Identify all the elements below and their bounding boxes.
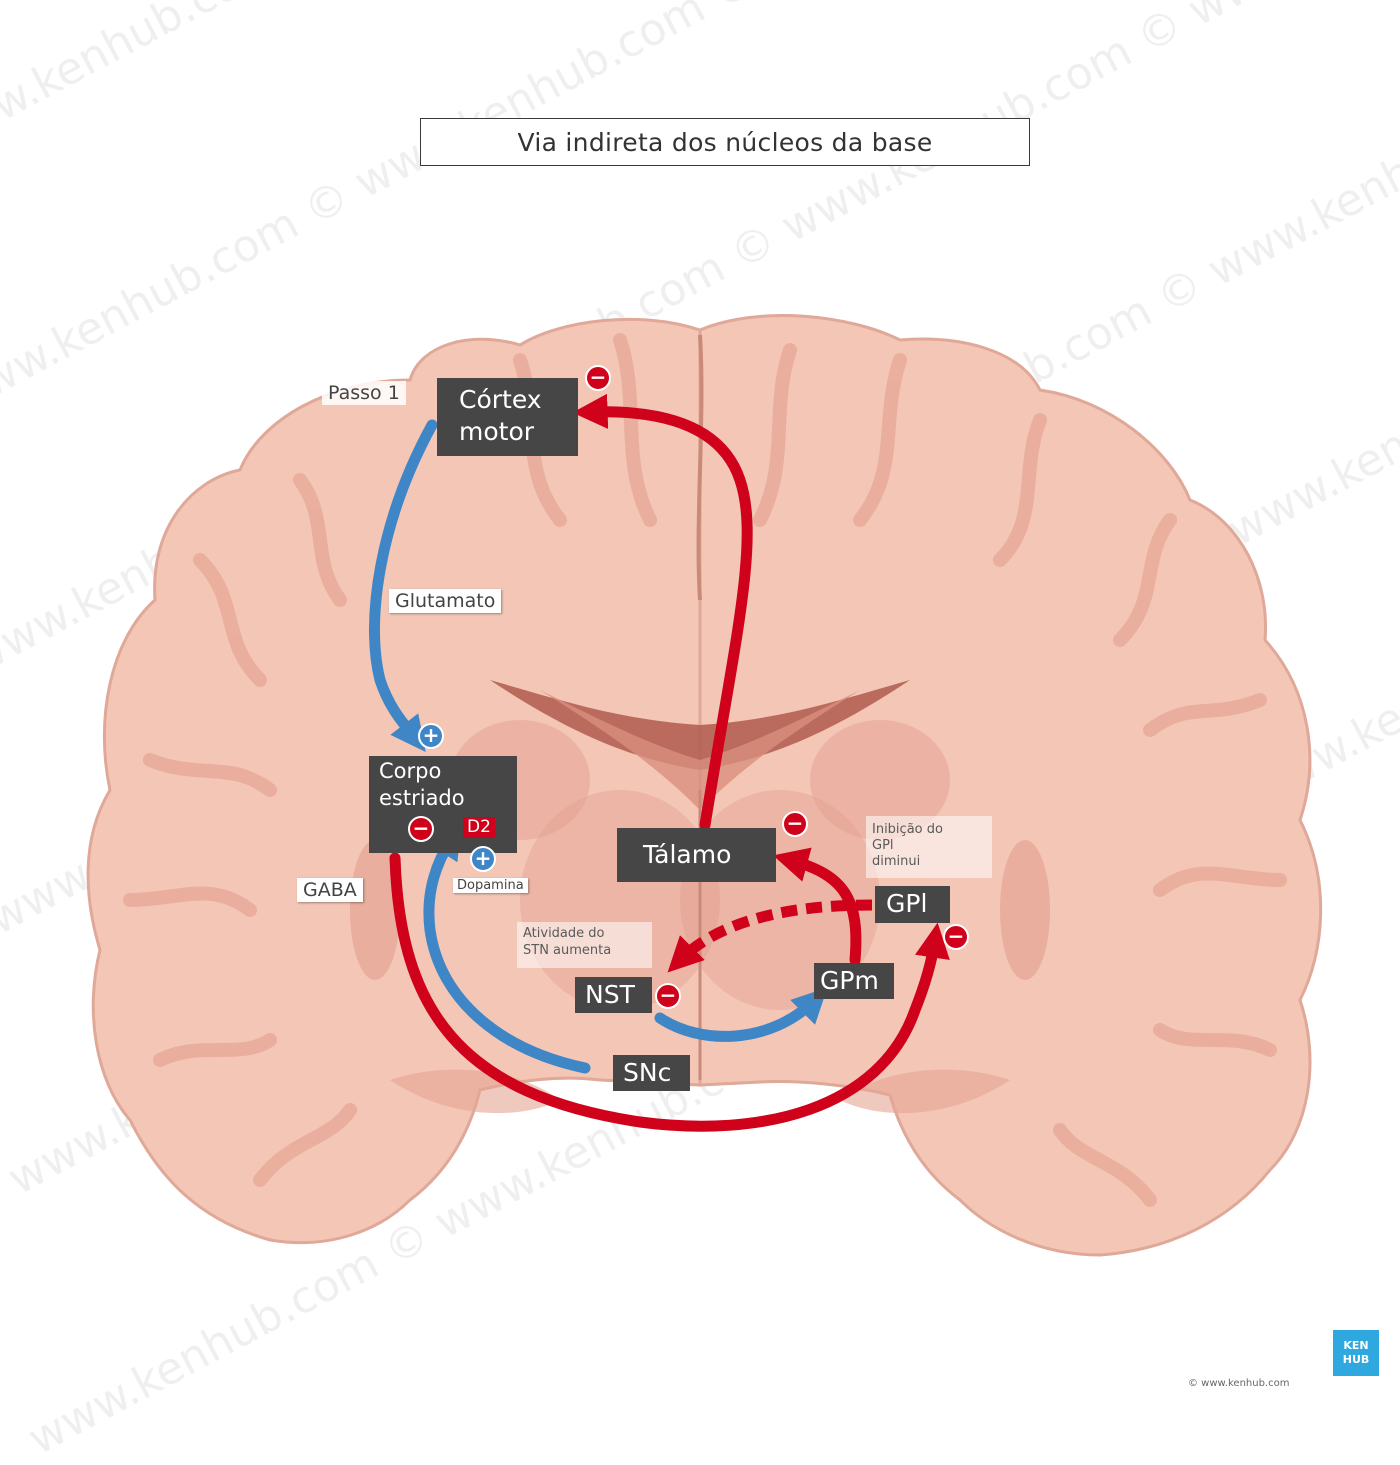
arrow-thalamus-to-cortex xyxy=(572,393,753,831)
brain-coronal-section xyxy=(86,314,1323,1257)
node-gpm: GPm xyxy=(814,963,894,999)
label-glutamate: Glutamato xyxy=(389,589,502,613)
right-hemisphere xyxy=(698,314,1323,1257)
arrow-nst-to-gpm xyxy=(654,987,828,1042)
plus-sign-striatum-input: + xyxy=(418,723,444,749)
label-gaba: GABA xyxy=(297,878,363,902)
minus-sign-cortex: − xyxy=(585,365,611,391)
plus-sign-dopamine: + xyxy=(470,846,496,872)
node-nst: NST xyxy=(575,977,652,1013)
node-gpl: GPl xyxy=(875,886,950,923)
minus-sign-thalamus: − xyxy=(782,811,808,837)
label-dopamine: Dopamina xyxy=(453,878,528,893)
note-stn-activity: Atividade do STN aumenta xyxy=(517,922,652,968)
minus-sign-striatum: − xyxy=(408,816,434,842)
kenhub-logo[interactable]: KEN HUB xyxy=(1333,1330,1379,1376)
node-snc: SNc xyxy=(613,1055,690,1091)
arrow-snc-to-striatum xyxy=(423,823,591,1074)
arrow-gpl-to-nst xyxy=(667,899,873,973)
label-step-1: Passo 1 xyxy=(322,381,406,405)
arrow-gpm-to-thalamus xyxy=(773,847,862,966)
arrow-cortex-to-striatum xyxy=(368,419,438,752)
copyright-text: © www.kenhub.com xyxy=(1188,1378,1290,1389)
node-thalamus: Tálamo xyxy=(617,828,776,882)
minus-sign-gpl: − xyxy=(943,924,969,950)
note-gpl-inhibition: Inibição do GPl diminui xyxy=(866,816,992,878)
minus-sign-nst: − xyxy=(655,983,681,1009)
arrow-striatum-to-gpl xyxy=(389,852,950,1132)
diagram-title: Via indireta dos núcleos da base xyxy=(420,118,1030,166)
label-d2-receptor: D2 xyxy=(463,817,495,838)
